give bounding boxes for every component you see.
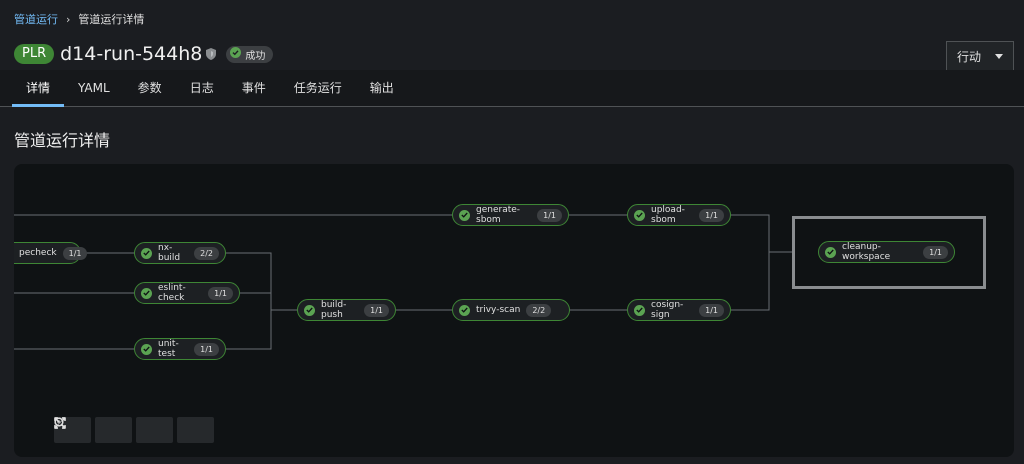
pipeline-node-pecheck[interactable]: pecheck 1/1 <box>14 242 88 264</box>
node-count-badge: 1/1 <box>537 208 562 222</box>
caret-down-icon <box>995 53 1003 59</box>
pipeline-topology[interactable]: pecheck 1/1 nx-build 2/2 eslint-check 1/… <box>14 164 1014 457</box>
node-label: cleanup-workspace <box>842 242 891 262</box>
tab-parameters[interactable]: 参数 <box>137 81 162 95</box>
node-count-badge: 1/1 <box>923 245 948 259</box>
node-label: upload-sbom <box>651 205 685 225</box>
pipeline-node-cosign-sign[interactable]: cosign-sign 1/1 <box>627 299 731 321</box>
zoom-out-button[interactable] <box>54 417 132 443</box>
breadcrumb-current: 管道运行详情 <box>78 13 145 26</box>
check-circle-icon <box>141 343 152 355</box>
pipeline-node-trivy-scan[interactable]: trivy-scan 2/2 <box>452 299 570 321</box>
pipeline-node-upload-sbom[interactable]: upload-sbom 1/1 <box>627 204 731 226</box>
check-circle-icon <box>141 287 152 299</box>
fit-to-screen-button[interactable] <box>54 417 173 443</box>
node-label: generate-sbom <box>476 205 521 225</box>
check-circle-icon <box>634 209 645 221</box>
check-circle-icon <box>634 304 645 316</box>
check-circle-icon <box>141 247 152 259</box>
page-title: d14-run-544h8 <box>60 43 203 65</box>
tab-details[interactable]: 详情 <box>12 70 65 107</box>
tab-logs[interactable]: 日志 <box>189 81 214 95</box>
shield-icon <box>206 48 217 60</box>
reset-view-button[interactable] <box>54 417 214 443</box>
pipeline-node-nx-build[interactable]: nx-build 2/2 <box>134 242 226 264</box>
pipeline-node-generate-sbom[interactable]: generate-sbom 1/1 <box>452 204 569 226</box>
status-badge: 成功 <box>226 45 274 63</box>
check-circle-icon <box>304 304 315 316</box>
section-title: 管道运行详情 <box>14 131 111 150</box>
node-label: unit-test <box>158 339 179 359</box>
node-label: build-push <box>321 300 347 320</box>
tab-events[interactable]: 事件 <box>241 81 266 95</box>
page-header: PLR d14-run-544h8 成功 <box>14 43 274 65</box>
tab-output[interactable]: 输出 <box>369 81 394 95</box>
chevron-right-icon: › <box>66 12 71 26</box>
node-count-badge: 1/1 <box>699 208 724 222</box>
breadcrumb: 管道运行 › 管道运行详情 <box>14 11 144 27</box>
node-label: nx-build <box>158 243 181 263</box>
node-label: cosign-sign <box>651 300 684 320</box>
pipeline-node-cleanup-workspace[interactable]: cleanup-workspace 1/1 <box>818 241 955 263</box>
check-circle-icon <box>230 47 242 61</box>
node-count-badge: 1/1 <box>364 303 389 317</box>
node-count-badge: 1/1 <box>208 286 233 300</box>
tab-yaml[interactable]: YAML <box>78 81 110 95</box>
pipeline-node-eslint-check[interactable]: eslint-check 1/1 <box>134 282 240 304</box>
resource-kind-badge: PLR <box>14 44 55 64</box>
breadcrumb-link-pipeline-runs[interactable]: 管道运行 <box>14 13 58 26</box>
pipeline-node-build-push[interactable]: build-push 1/1 <box>297 299 396 321</box>
node-label: pecheck <box>19 248 57 258</box>
status-label: 成功 <box>245 50 266 62</box>
pipeline-edges <box>14 214 793 350</box>
node-count-badge: 1/1 <box>194 342 219 356</box>
node-count-badge: 1/1 <box>62 246 88 260</box>
tab-bar: 详情 YAML 参数 日志 事件 任务运行 输出 <box>0 70 1024 107</box>
node-count-badge: 2/2 <box>526 303 552 317</box>
actions-label: 行动 <box>957 49 982 64</box>
actions-dropdown[interactable]: 行动 <box>946 41 1014 71</box>
check-circle-icon <box>459 209 470 221</box>
check-circle-icon <box>825 246 836 258</box>
check-circle-icon <box>459 304 470 316</box>
selected-node-frame <box>792 216 986 289</box>
tab-task-runs[interactable]: 任务运行 <box>293 81 342 95</box>
node-count-badge: 2/2 <box>194 246 219 260</box>
zoom-controls <box>54 417 214 443</box>
pipeline-node-unit-test[interactable]: unit-test 1/1 <box>134 338 226 360</box>
node-label: eslint-check <box>158 283 186 303</box>
node-count-badge: 1/1 <box>699 303 724 317</box>
node-label: trivy-scan <box>476 305 521 315</box>
